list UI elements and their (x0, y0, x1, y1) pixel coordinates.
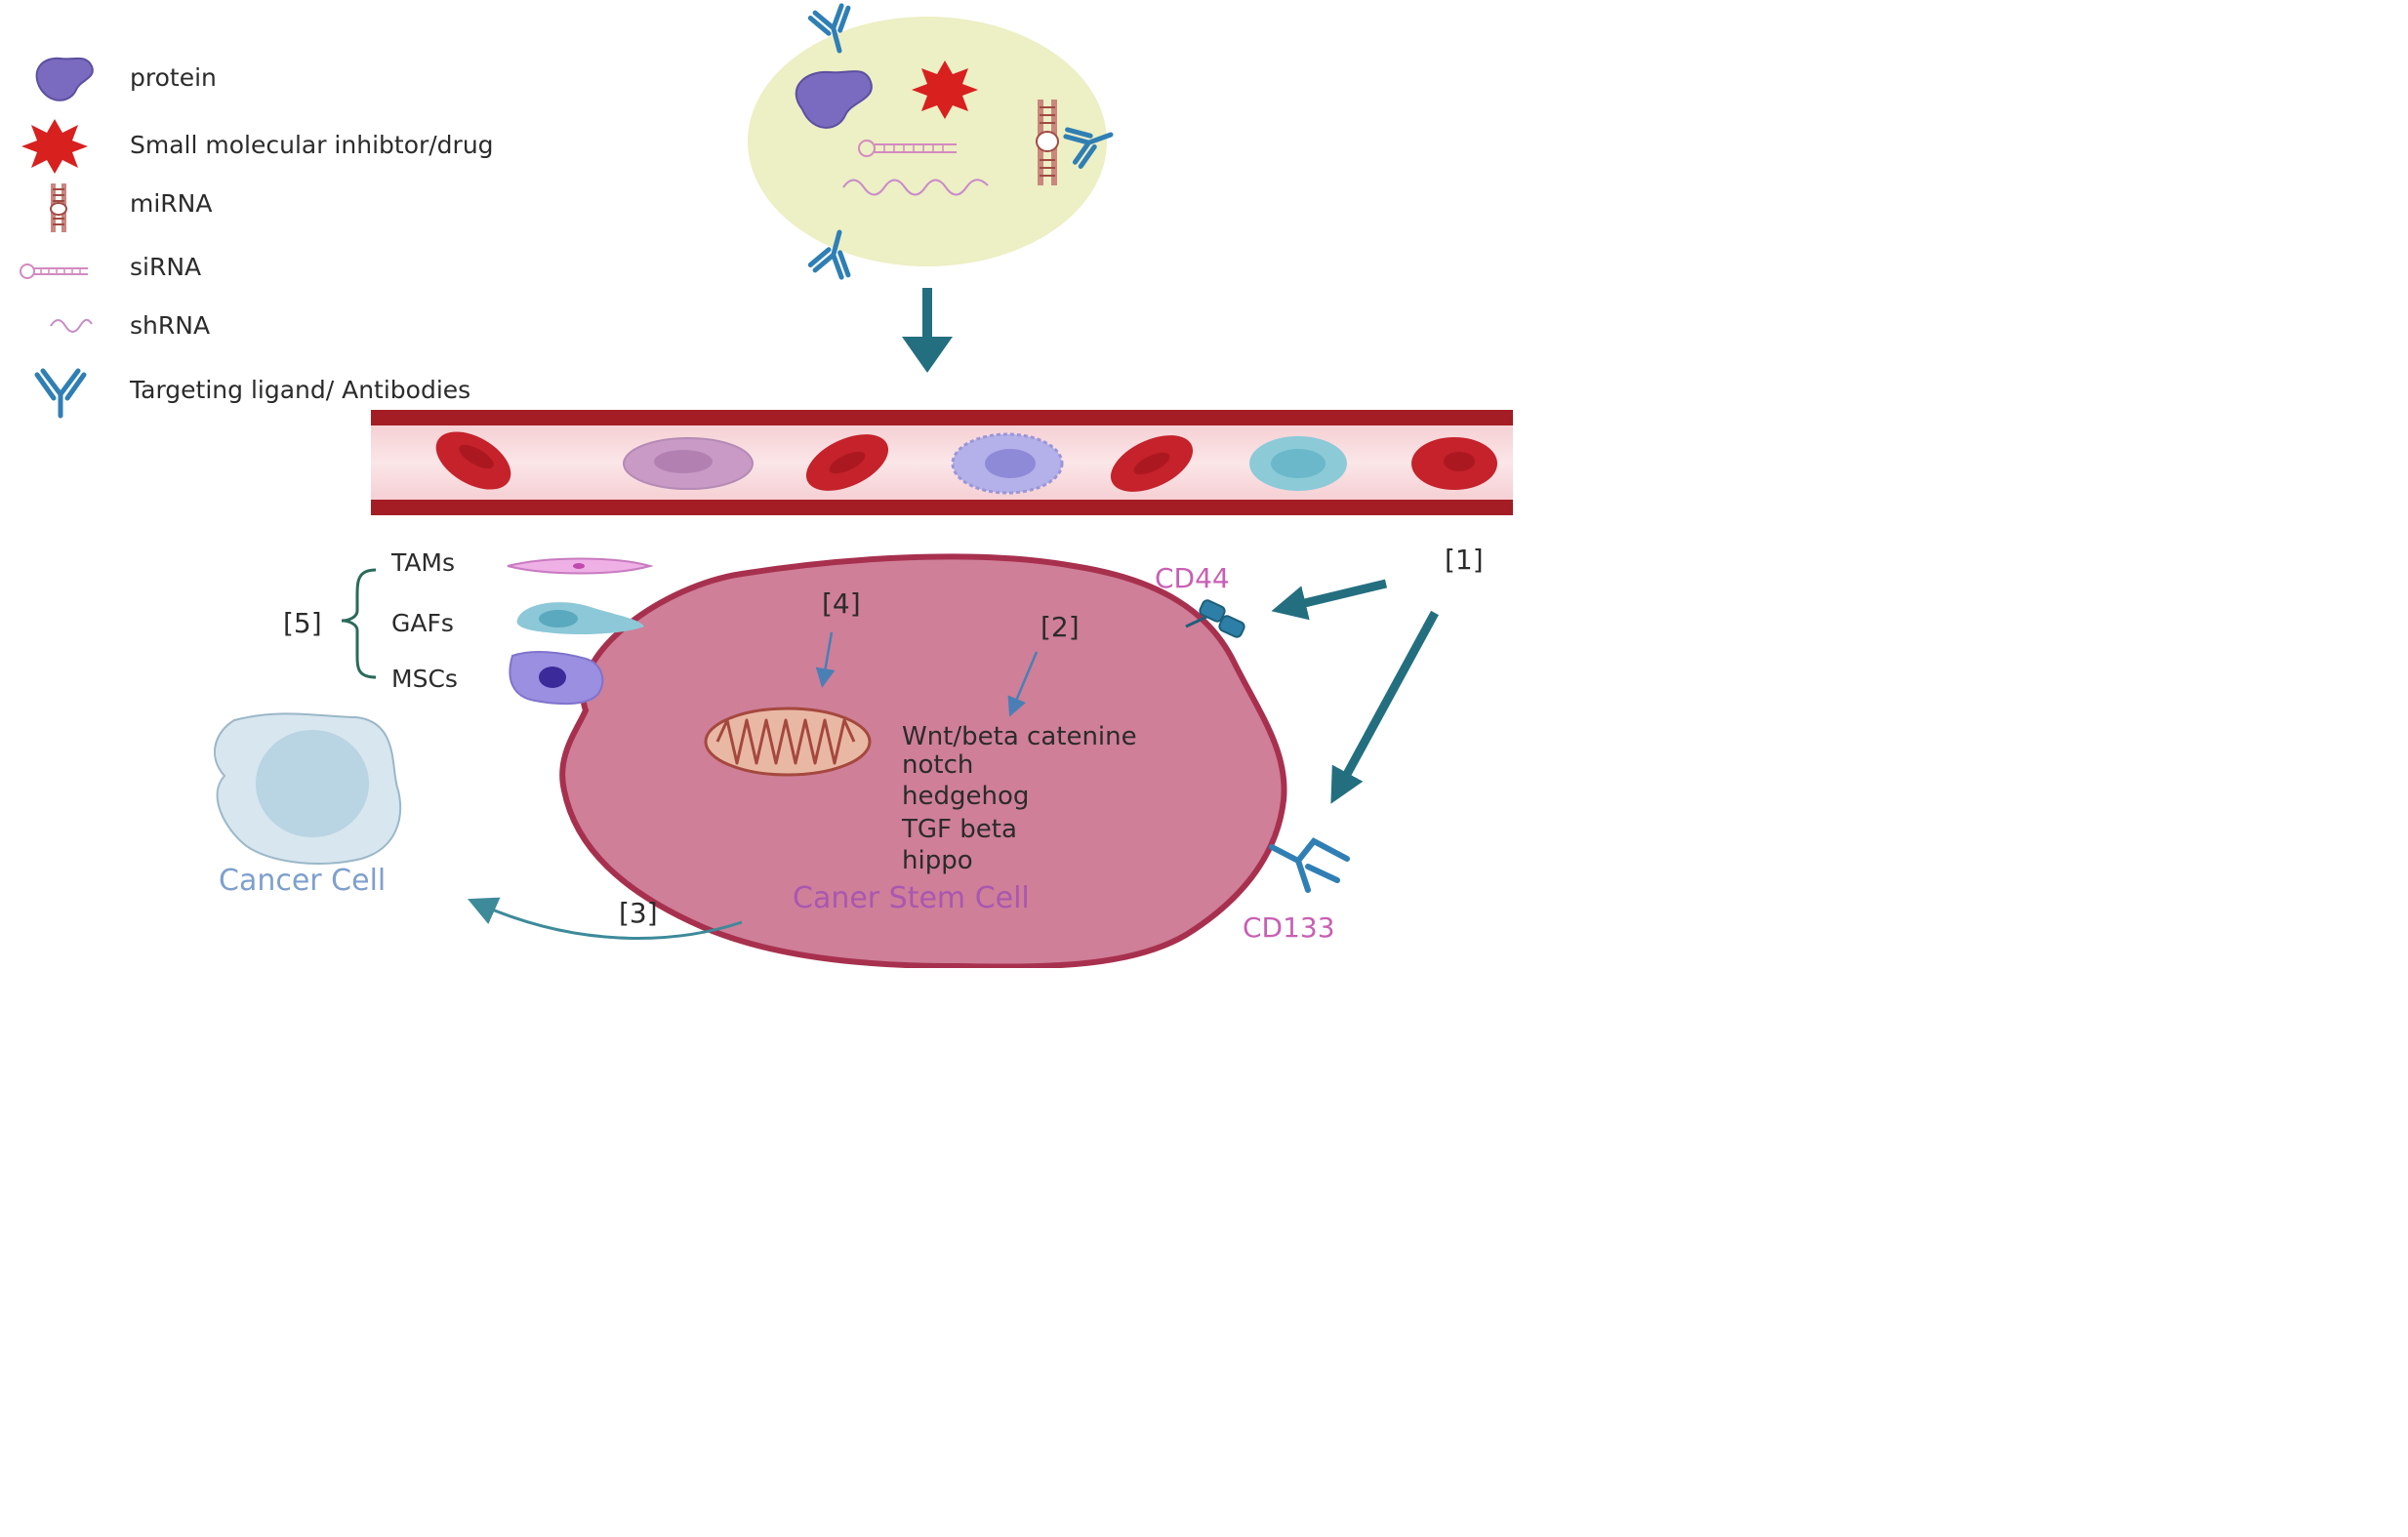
legend-label-antibody: Targeting ligand/ Antibodies (129, 376, 470, 404)
stem-cell-label: Caner Stem Cell (793, 881, 1030, 915)
step3-label: [3] (619, 897, 658, 929)
step2-label: [2] (1041, 611, 1080, 643)
pathway-label: notch (902, 750, 973, 780)
arrow-step4 (815, 631, 836, 688)
nanocarrier-mirna-icon (1036, 100, 1059, 185)
step1-label: [1] (1445, 544, 1484, 576)
arrow-step1-cd44 (1271, 579, 1388, 621)
legend-label-mirna: miRNA (130, 189, 212, 218)
small-molecule-drug-icon (21, 119, 88, 174)
nanocarrier-drug-icon (912, 61, 978, 119)
nanocarrier-protein-icon (795, 70, 873, 129)
cd44-receptor-icon (1185, 599, 1245, 638)
gaf-cell-icon (516, 602, 644, 634)
sirna-icon (20, 263, 88, 279)
gafs-label: GAFs (391, 609, 454, 637)
stroma-brace (341, 568, 377, 679)
blood-vessel (371, 410, 1513, 515)
msc-cell-icon (509, 651, 604, 706)
step5-label: [5] (283, 607, 322, 639)
mitochondrion-icon (704, 707, 872, 777)
pathway-label: hippo (902, 846, 973, 875)
legend-label-shrna: shRNA (130, 311, 210, 340)
legend-label-drug: Small molecular inhibtor/drug (130, 131, 494, 159)
cancer-cell (214, 712, 402, 865)
cancer-cell-label: Cancer Cell (219, 864, 386, 898)
mirna-icon (50, 183, 67, 232)
step4-label: [4] (822, 587, 861, 620)
tam-cell-icon (507, 557, 654, 575)
pathway-label: Wnt/beta catenine (902, 722, 1137, 751)
cd133-label: CD133 (1243, 911, 1335, 944)
pathway-label: hedgehog (902, 782, 1029, 811)
arrow-step1-cd133 (1330, 610, 1439, 804)
antibody-icon (34, 368, 87, 419)
protein-icon (35, 57, 94, 101)
nanocarrier (748, 4, 1118, 278)
legend-label-protein: protein (130, 63, 217, 92)
mscs-label: MSCs (391, 665, 458, 693)
cd133-receptor-icon (1269, 837, 1350, 893)
delivery-arrow (902, 288, 953, 373)
shrna-icon (50, 318, 93, 333)
legend: protein Small molecular inhibtor/drug mi… (20, 57, 494, 419)
pathway-label: TGF beta (901, 815, 1017, 844)
cd44-label: CD44 (1155, 562, 1230, 594)
figure-stage: protein Small molecular inhibtor/drug mi… (0, 0, 1531, 970)
legend-label-sirna: siRNA (130, 253, 201, 281)
diagram-canvas: protein Small molecular inhibtor/drug mi… (20, 0, 1513, 970)
nanocarrier-shrna-icon (842, 179, 989, 196)
arrow-step3 (468, 897, 743, 940)
arrow-step2 (1007, 651, 1039, 717)
nanocarrier-sirna-icon (858, 140, 957, 157)
tams-label: TAMs (390, 548, 455, 577)
